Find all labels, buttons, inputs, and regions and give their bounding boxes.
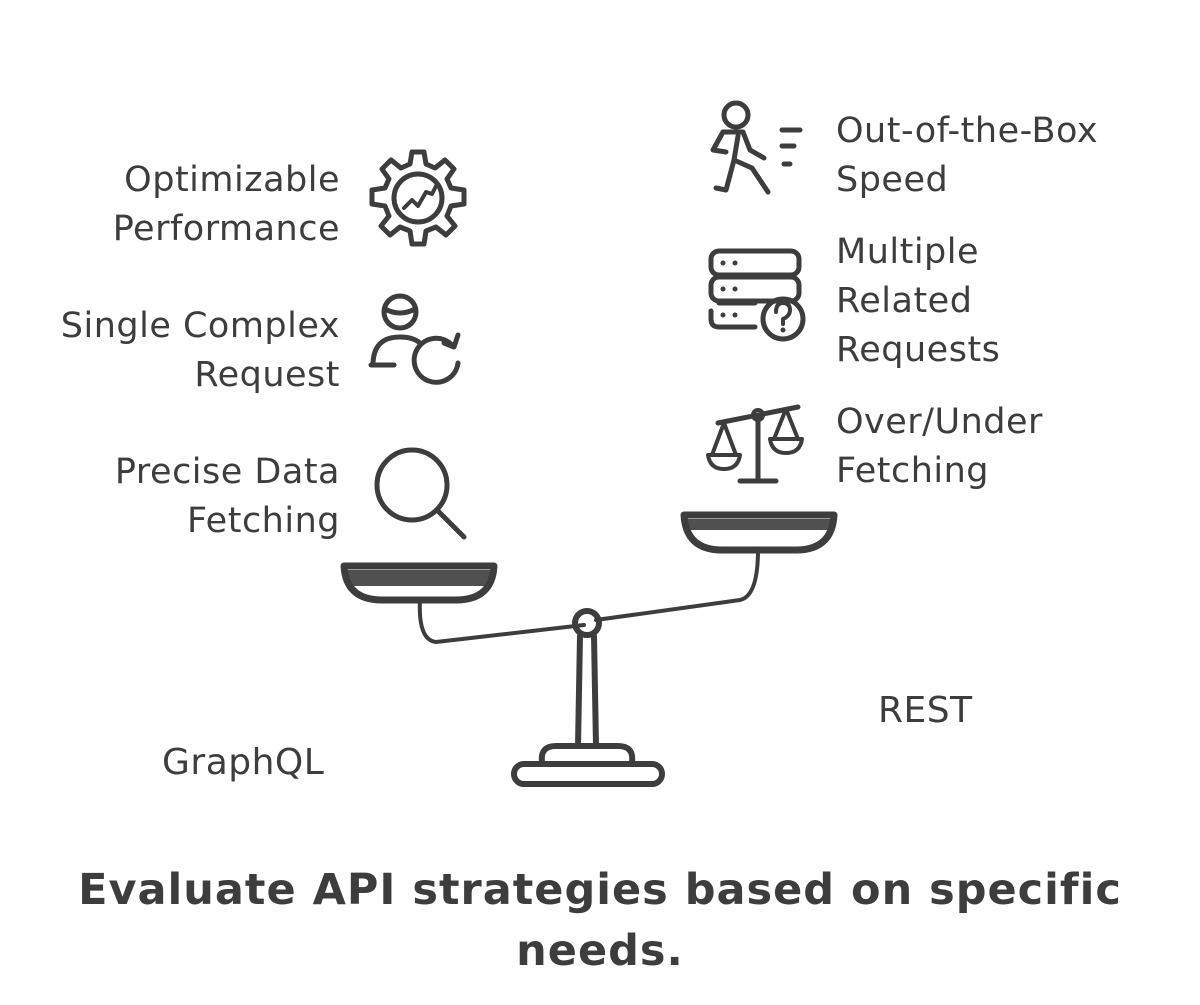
- balance-scale: [340, 511, 838, 787]
- label-line: Related: [836, 281, 973, 321]
- headline-line-1: Evaluate API strategies based on specifi…: [78, 865, 1122, 915]
- gear-chart-icon: [369, 149, 467, 247]
- label-multiple-related-requests: Multiple Related Requests: [836, 228, 1136, 375]
- label-precise-data-fetching: Precise Data Fetching: [40, 448, 340, 546]
- label-over-under-fetching: Over/Under Fetching: [836, 398, 1136, 496]
- label-line: Multiple: [836, 232, 980, 272]
- side-label-rest: REST: [878, 690, 973, 731]
- label-single-complex-request: Single Complex Request: [20, 302, 340, 400]
- running-person-icon: [710, 100, 803, 195]
- label-line: Fetching: [186, 501, 340, 541]
- headline-line-2: needs.: [516, 926, 684, 976]
- label-line: Requests: [836, 330, 1001, 370]
- label-line: Single Complex: [60, 306, 340, 346]
- label-line: Over/Under: [836, 402, 1043, 442]
- server-question-icon: [708, 248, 806, 342]
- label-line: Request: [194, 355, 340, 395]
- right-pan: [680, 511, 838, 554]
- label-line: Out-of-the-Box: [836, 111, 1099, 151]
- user-refresh-icon: [368, 293, 461, 385]
- side-label-graphql: GraphQL: [162, 742, 325, 783]
- balance-scale-icon: [706, 404, 804, 484]
- label-optimizable-performance: Optimizable Performance: [40, 156, 340, 254]
- headline: Evaluate API strategies based on specifi…: [0, 860, 1200, 982]
- magnifier-icon: [374, 447, 467, 540]
- label-line: Performance: [112, 209, 340, 249]
- left-pan: [340, 562, 498, 604]
- label-line: Speed: [836, 160, 949, 200]
- label-line: Fetching: [836, 451, 990, 491]
- label-line: Precise Data: [114, 452, 340, 492]
- label-out-of-the-box-speed: Out-of-the-Box Speed: [836, 107, 1176, 205]
- label-line: Optimizable: [124, 160, 340, 200]
